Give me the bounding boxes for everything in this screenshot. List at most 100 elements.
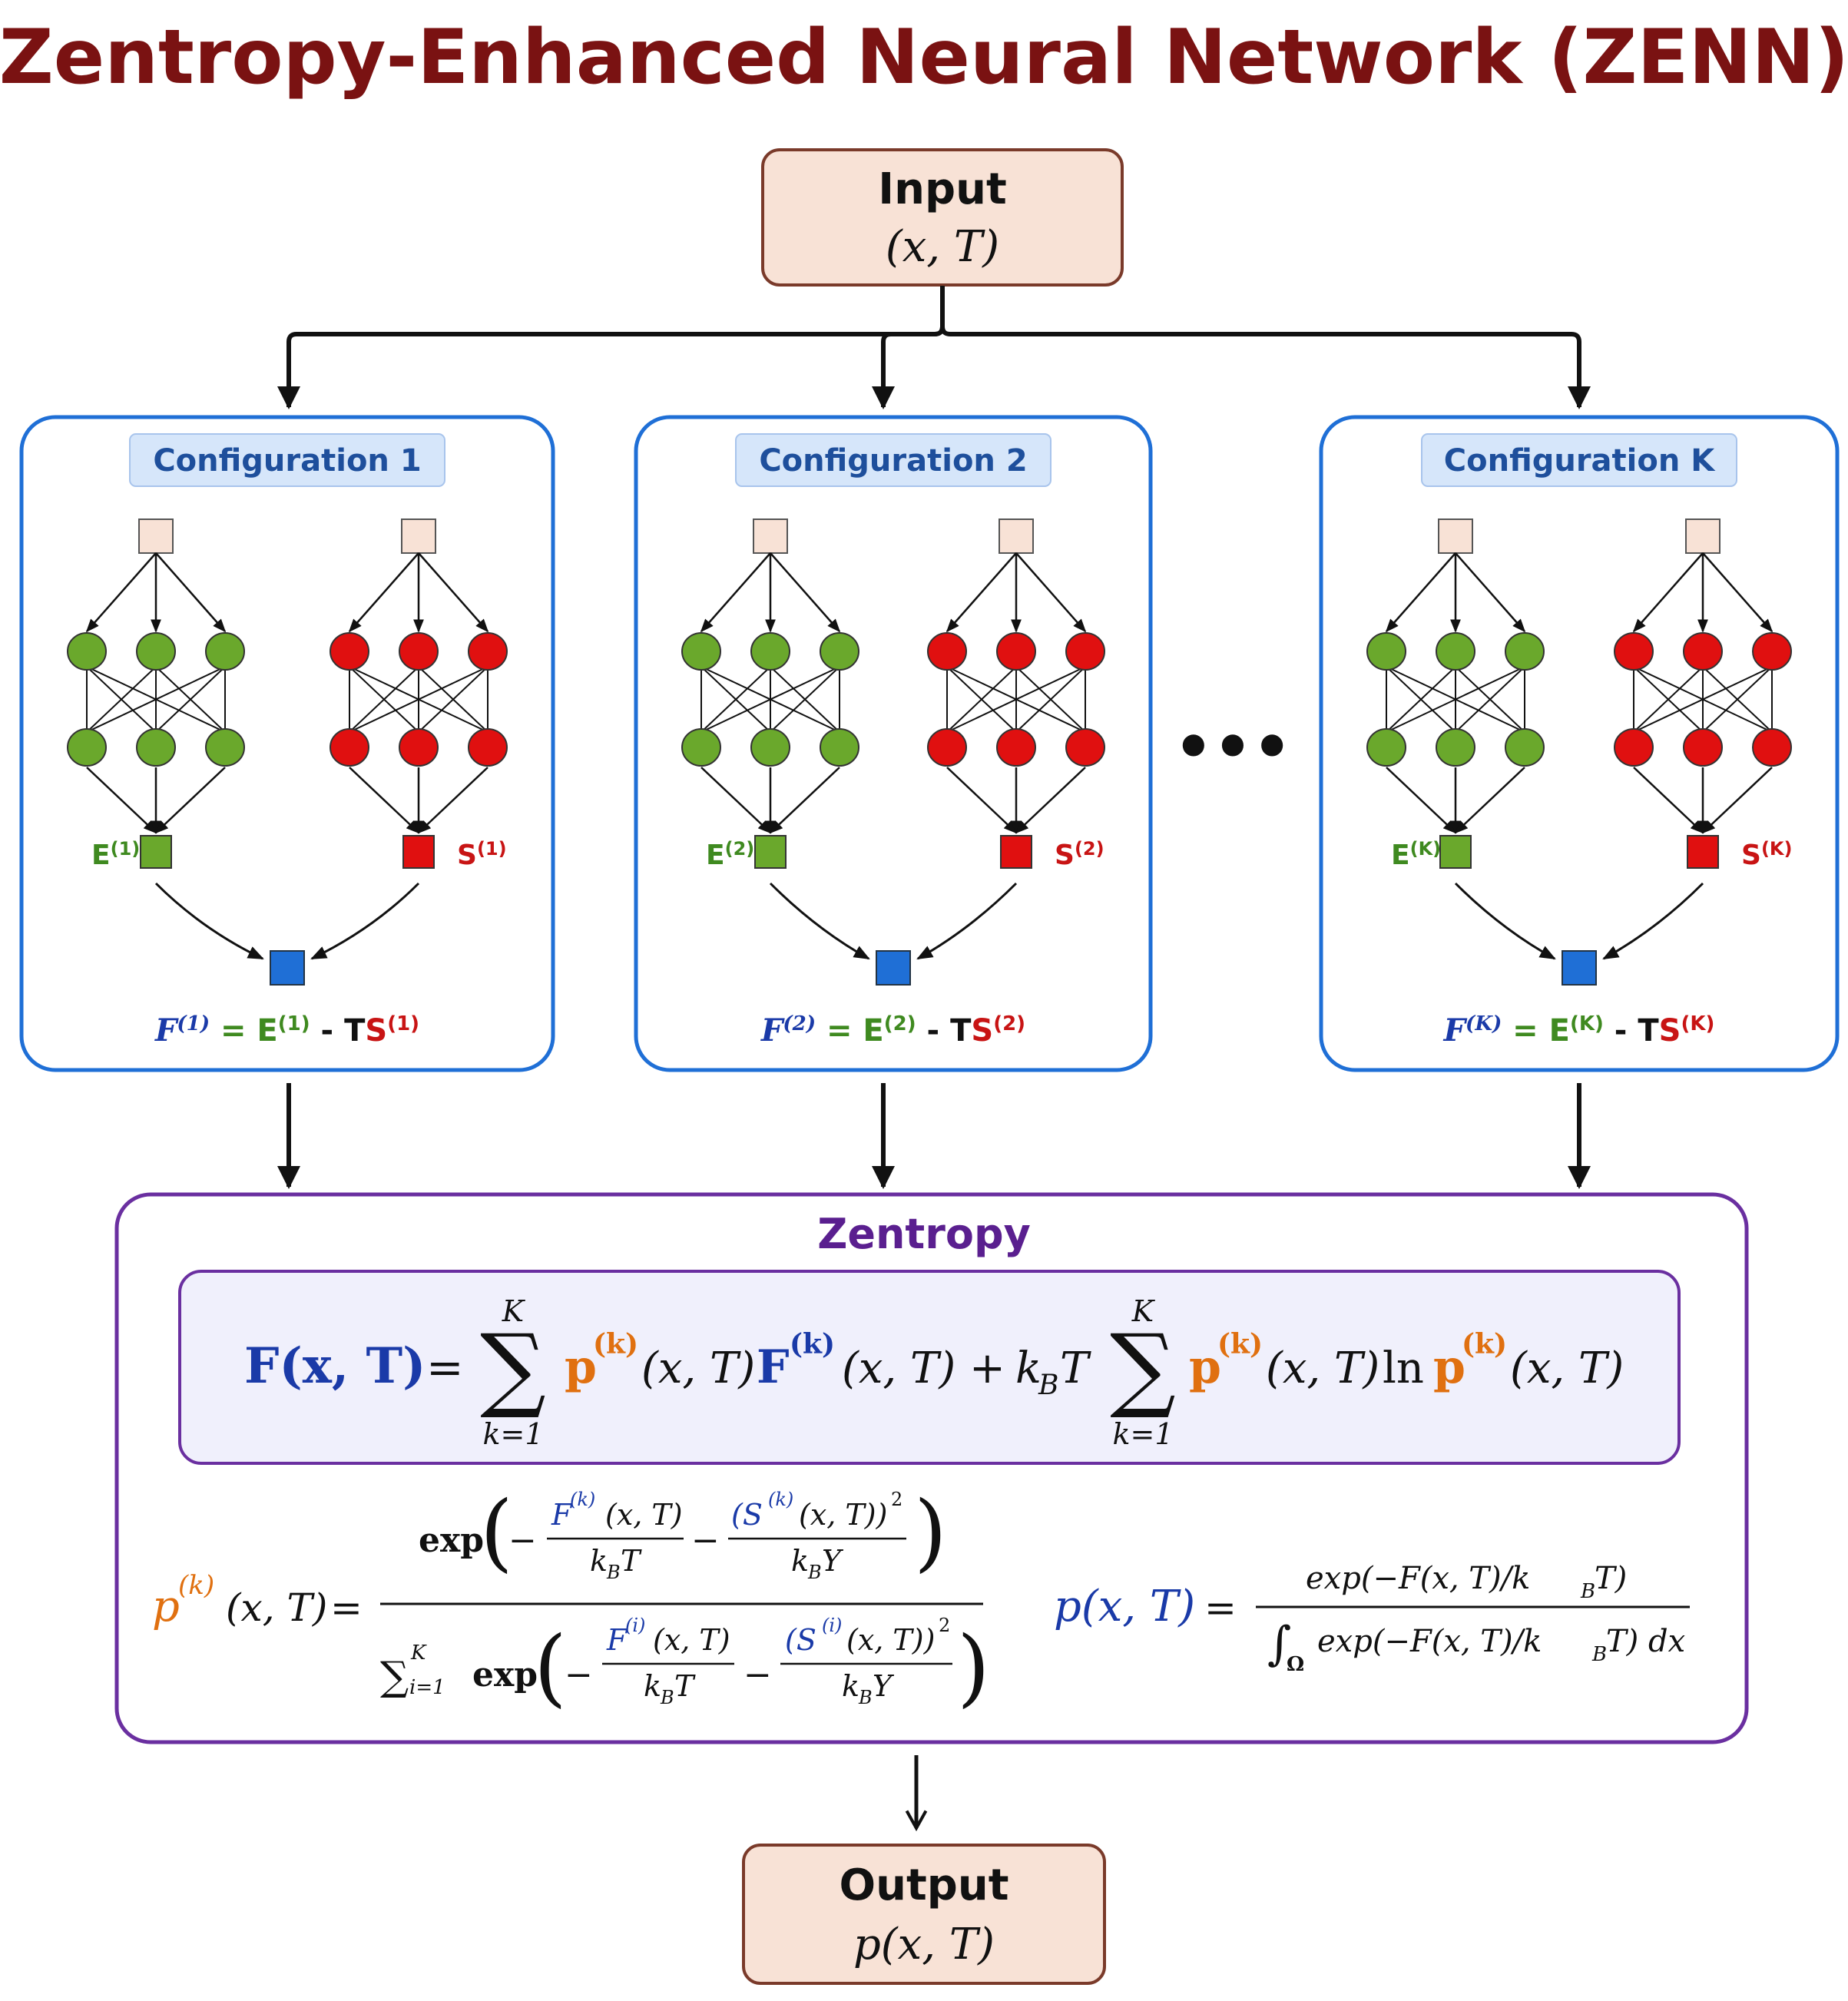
energy-output-node	[1439, 835, 1472, 869]
free-energy-relation: F(1) = E(1) - TS(1)	[154, 1012, 419, 1049]
configuration-title-chip	[735, 433, 1052, 487]
svg-text:(k): (k)	[1462, 1328, 1507, 1360]
svg-text:(i): (i)	[625, 1615, 645, 1636]
zentropy-panel: Zentropy F(x, T) = K ∑ k=1 p (k) (x, T) …	[114, 1192, 1749, 1744]
svg-text:T: T	[1060, 1343, 1091, 1393]
svg-text:Y: Y	[873, 1669, 895, 1703]
hidden-node	[468, 632, 508, 671]
entropy-network	[330, 518, 508, 869]
svg-text:(x, T): (x, T)	[641, 1343, 755, 1393]
entropy-label: S(2)	[1055, 838, 1104, 871]
input-node	[999, 518, 1034, 554]
hidden-node	[1436, 632, 1475, 671]
entropy-network	[927, 518, 1105, 869]
svg-text:T: T	[674, 1669, 696, 1703]
to-zentropy-arrows	[277, 1083, 1591, 1189]
hidden-node	[1065, 632, 1105, 671]
svg-text:p(x, T): p(x, T)	[1054, 1582, 1195, 1632]
svg-text:−: −	[744, 1655, 772, 1695]
energy-output-node	[754, 835, 787, 869]
free-energy-equation: F(x, T) = K ∑ k=1 p (k) (x, T) F (k) (x,…	[244, 1294, 1624, 1451]
hidden-node	[1683, 632, 1723, 671]
hidden-node	[927, 632, 967, 671]
svg-text:2: 2	[891, 1489, 902, 1510]
input-node	[138, 518, 174, 554]
energy-label: E(1)	[91, 838, 140, 871]
configuration-panel-k: Configuration KE(K)S(K)F(K) = E(K) - TS(…	[1319, 415, 1840, 1072]
hidden-node	[399, 728, 439, 767]
svg-text:=: =	[426, 1341, 464, 1393]
hidden-node	[1366, 728, 1406, 767]
svg-text:∫: ∫	[1267, 1617, 1291, 1671]
input-node	[1438, 518, 1473, 554]
svg-text:ln: ln	[1383, 1343, 1424, 1393]
svg-text:i=1: i=1	[409, 1676, 445, 1699]
svg-text:): )	[914, 1483, 947, 1581]
hidden-node	[330, 632, 369, 671]
svg-text:k=1: k=1	[1112, 1417, 1173, 1451]
svg-text:+: +	[969, 1343, 1005, 1393]
energy-network	[681, 518, 859, 869]
hidden-node	[1683, 728, 1723, 767]
svg-text:(x, T): (x, T)	[842, 1343, 955, 1393]
configuration-title-chip	[1421, 433, 1737, 487]
hidden-node	[820, 728, 859, 767]
svg-text:F: F	[551, 1498, 573, 1532]
svg-text:F: F	[606, 1623, 628, 1657]
hidden-node	[1505, 728, 1545, 767]
configuration-title: Configuration 1	[153, 443, 421, 479]
free-energy-relation: F(K) = E(K) - TS(K)	[1443, 1012, 1715, 1049]
entropy-label: S(K)	[1741, 838, 1792, 871]
svg-text:k: k	[791, 1544, 809, 1578]
free-energy-node	[1562, 950, 1597, 986]
svg-text:K: K	[410, 1642, 427, 1665]
input-value: (x, T)	[886, 222, 999, 272]
svg-text:F: F	[757, 1340, 790, 1394]
input-branch-arrows	[277, 286, 1591, 409]
input-node	[401, 518, 436, 554]
entropy-output-node	[402, 835, 435, 869]
hidden-node	[681, 728, 721, 767]
svg-text:−: −	[508, 1521, 537, 1560]
svg-text:k: k	[1015, 1343, 1042, 1393]
svg-text:B: B	[858, 1687, 873, 1708]
hidden-node	[1614, 632, 1654, 671]
hidden-node	[750, 728, 790, 767]
svg-text:2: 2	[939, 1615, 950, 1636]
svg-text:exp: exp	[472, 1655, 538, 1695]
svg-text:B: B	[606, 1562, 621, 1583]
input-label: Input	[878, 164, 1006, 214]
hidden-node	[205, 728, 245, 767]
svg-text:B: B	[1580, 1580, 1595, 1603]
hidden-node	[136, 728, 176, 767]
svg-text:−: −	[565, 1655, 593, 1695]
svg-text:(k): (k)	[593, 1328, 638, 1360]
hidden-node	[330, 728, 369, 767]
svg-text:K: K	[502, 1294, 526, 1328]
hidden-node	[1436, 728, 1475, 767]
hidden-node	[67, 632, 107, 671]
probability-equation: p (k) (x, T) = exp ( − F (k) (x, T) k B …	[152, 1483, 990, 1716]
diagram-title: Zentropy-Enhanced Neural Network (ZENN)	[0, 14, 1848, 101]
svg-text:exp(−F(x, T)/k: exp(−F(x, T)/k	[1306, 1561, 1530, 1596]
hidden-node	[399, 632, 439, 671]
ellipsis: •••	[1174, 711, 1291, 783]
svg-text:exp: exp	[419, 1521, 484, 1560]
svg-text:(x, T): (x, T)	[1510, 1343, 1624, 1393]
svg-text:p: p	[1189, 1340, 1221, 1394]
output-value: p(x, T)	[853, 1920, 995, 1970]
svg-text:T: T	[621, 1544, 642, 1578]
svg-text:∑: ∑	[1110, 1315, 1176, 1422]
entropy-network	[1614, 518, 1792, 869]
svg-text:=: =	[1204, 1585, 1237, 1630]
svg-text:(k): (k)	[570, 1489, 595, 1510]
svg-text:(k): (k)	[178, 1570, 214, 1601]
output-label: Output	[840, 1860, 1009, 1910]
hidden-node	[996, 632, 1036, 671]
svg-text:k: k	[590, 1544, 608, 1578]
svg-text:B: B	[1038, 1370, 1058, 1401]
svg-text:(x, T): (x, T)	[605, 1498, 683, 1532]
svg-text:p: p	[1433, 1340, 1465, 1394]
svg-text:∑: ∑	[380, 1654, 409, 1700]
